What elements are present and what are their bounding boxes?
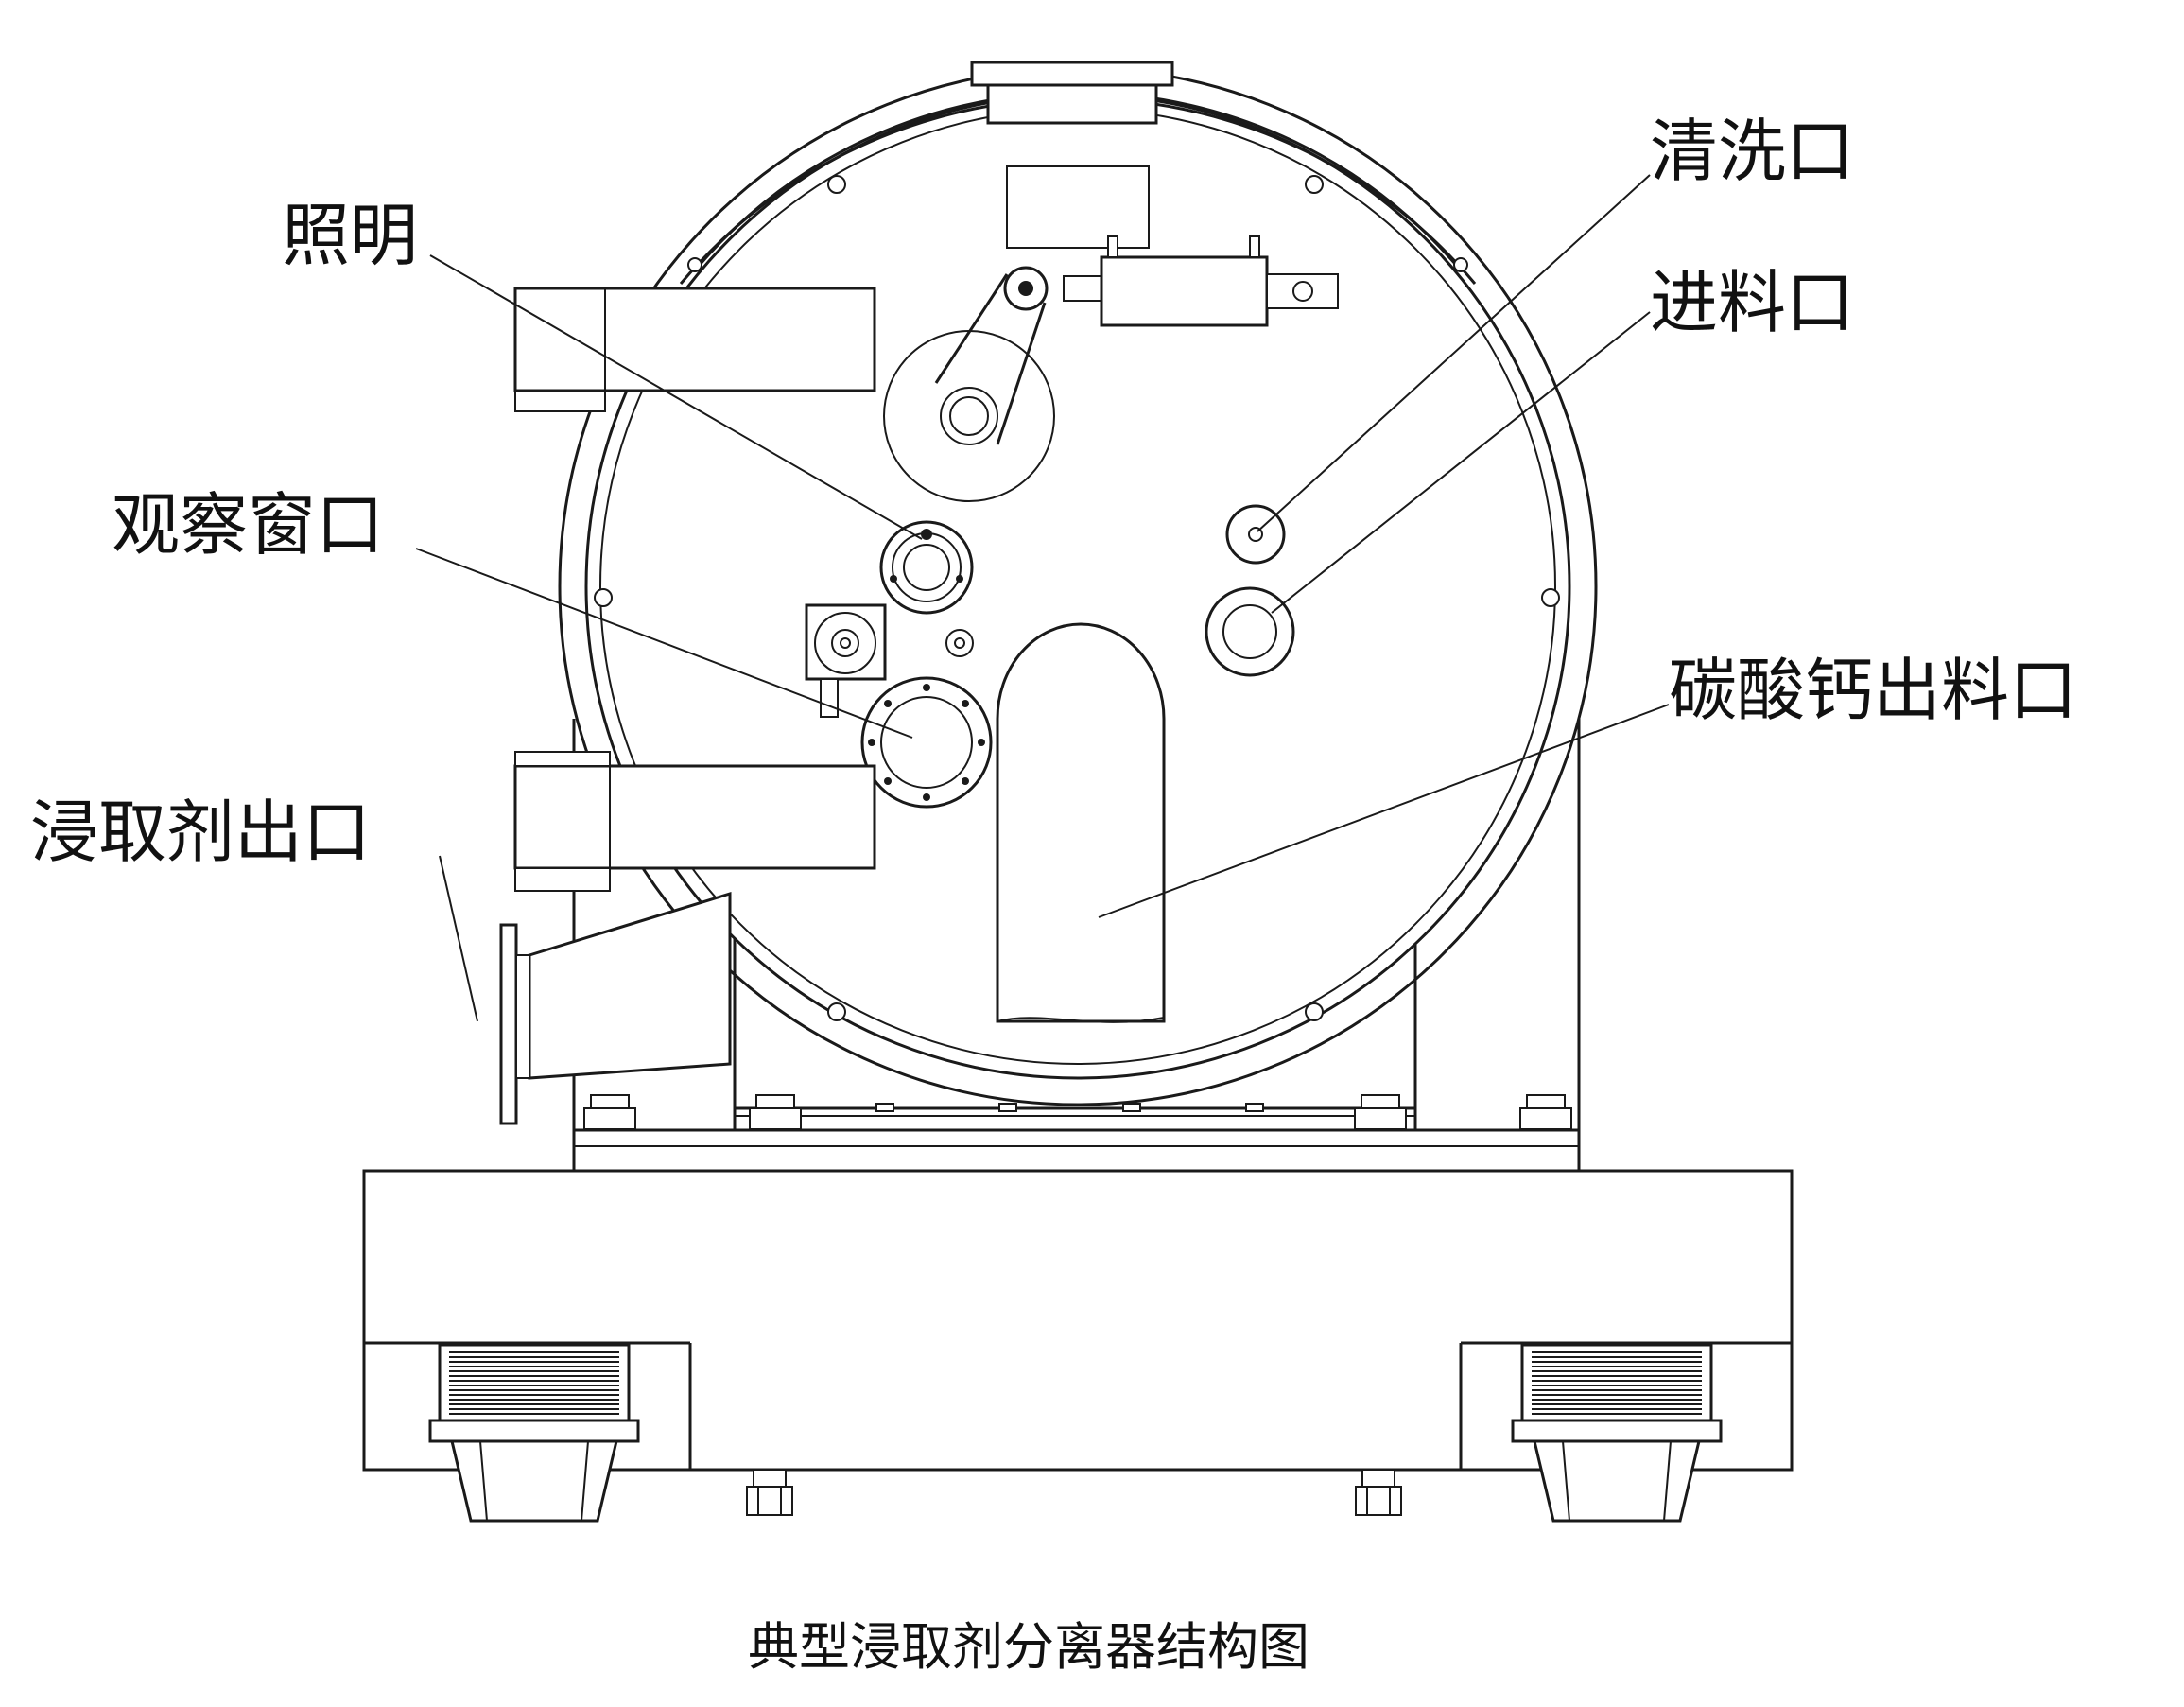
lighting-fixture xyxy=(879,520,974,615)
pedestal-bolts xyxy=(583,1094,1572,1130)
feed-port xyxy=(1205,586,1295,677)
small-fittings xyxy=(805,603,974,718)
base-bolt-right xyxy=(1355,1469,1402,1516)
rim-lugs xyxy=(594,175,1560,1021)
label-carbonate-outlet: 碳酸钙出料口 xyxy=(1669,651,2077,730)
damper-left xyxy=(428,1343,640,1523)
leader-lines xyxy=(415,174,1670,1022)
actuator-assembly xyxy=(883,235,1339,502)
outlet-pipe xyxy=(499,891,732,1125)
label-sight-window: 观察窗口 xyxy=(112,485,384,565)
diagram-caption: 典型浸取剂分离器结构图 xyxy=(748,1617,1309,1677)
label-lighting: 照明 xyxy=(282,196,418,275)
discharge-chute xyxy=(996,622,1166,1023)
label-feed-port: 进料口 xyxy=(1650,263,1854,342)
lower-side-box xyxy=(513,751,876,892)
damper-right xyxy=(1511,1343,1723,1523)
sight-window xyxy=(860,676,993,809)
label-cleaning-port: 清洗口 xyxy=(1650,112,1854,191)
base-bolt-left xyxy=(746,1469,793,1516)
label-extractant-outlet: 浸取剂出口 xyxy=(30,793,371,872)
